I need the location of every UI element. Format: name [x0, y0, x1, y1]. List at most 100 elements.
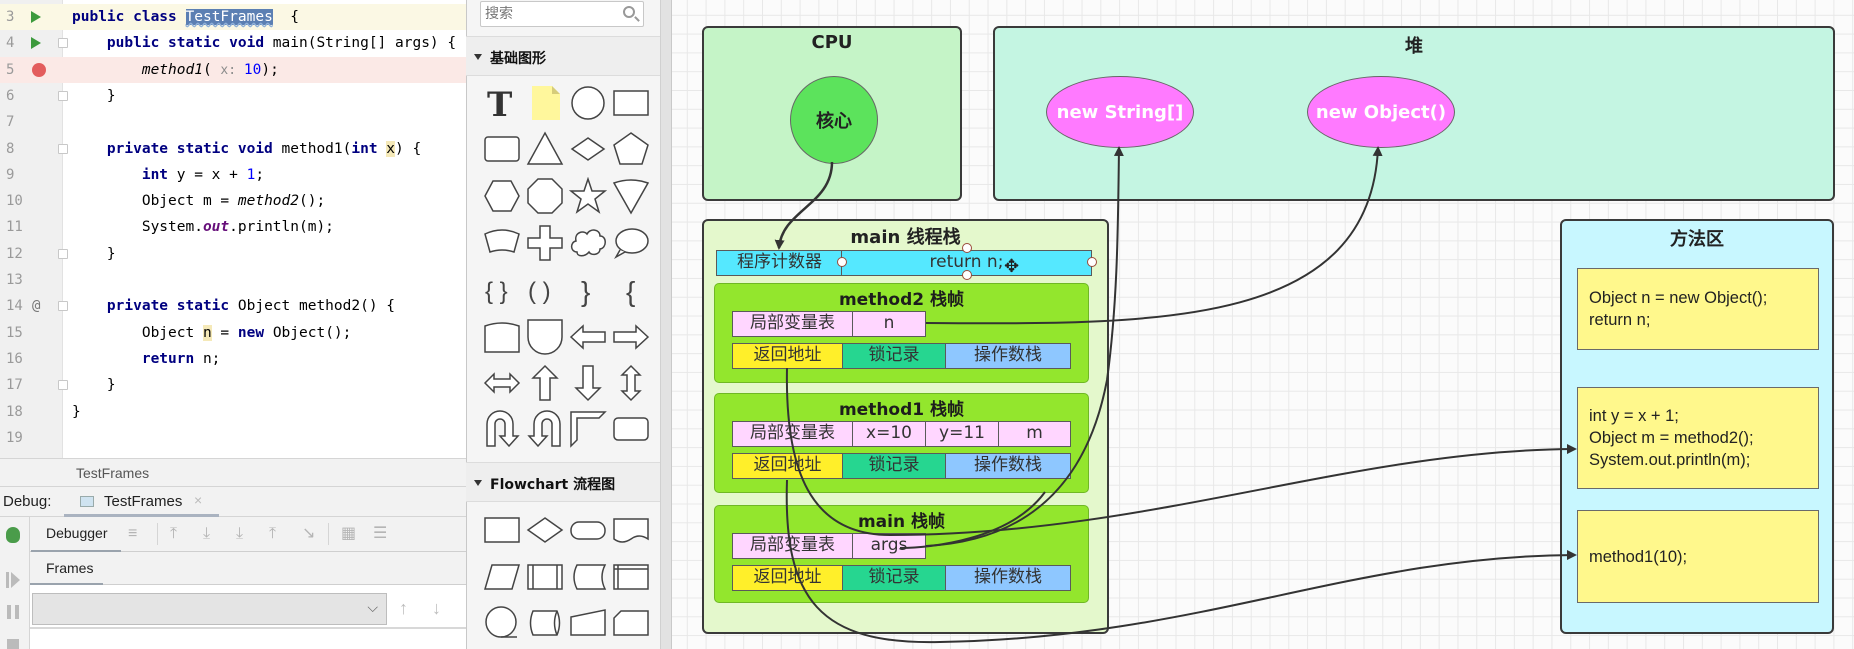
text-shape-icon[interactable]: T	[483, 84, 521, 125]
pentagon-shape-icon[interactable]	[612, 130, 650, 168]
rounded-rect-2-shape-icon[interactable]	[612, 410, 650, 448]
code-line[interactable]: 14@ private static Object method2() {	[0, 293, 466, 319]
show-execution-point-icon[interactable]: ⤒	[170, 525, 178, 542]
return-address[interactable]: 返回地址	[732, 343, 843, 369]
double-arrow-shape-icon[interactable]	[483, 364, 521, 402]
tape-shape-icon[interactable]	[483, 224, 521, 262]
brackets-shape-icon[interactable]: ( )	[526, 271, 564, 309]
pause-icon[interactable]	[7, 605, 19, 619]
code-line[interactable]: 16 return n;	[0, 346, 466, 372]
line-number[interactable]: 9	[6, 166, 15, 183]
callout-shape-icon[interactable]	[612, 224, 650, 262]
return-address[interactable]: 返回地址	[732, 565, 843, 591]
close-icon[interactable]: ×	[194, 492, 203, 508]
line-number[interactable]: 6	[6, 87, 15, 104]
core-circle[interactable]: 核心	[790, 76, 878, 164]
palette-section-flowchart[interactable]: Flowchart 流程图	[466, 462, 660, 502]
resize-handle[interactable]	[962, 243, 972, 253]
code-line[interactable]: 11 System.out.println(m);	[0, 214, 466, 240]
code-line[interactable]: 19	[0, 425, 466, 451]
data-shape-icon[interactable]	[483, 557, 521, 595]
cloud-shape-icon[interactable]	[569, 224, 607, 262]
shape-search-input[interactable]	[485, 5, 615, 23]
debug-session-tab[interactable]: TestFrames ×	[64, 487, 219, 517]
heap-box[interactable]: 堆 new String[] new Object()	[993, 26, 1835, 201]
direct-data-shape-icon[interactable]	[526, 603, 564, 641]
line-number[interactable]: 15	[6, 324, 23, 341]
palette-section-basic[interactable]: 基础图形	[466, 36, 660, 76]
terminator-shape-icon[interactable]	[569, 511, 607, 549]
document-shape-icon[interactable]	[612, 511, 650, 549]
predefined-process-shape-icon[interactable]	[526, 557, 564, 595]
code-line[interactable]: 4 public static void main(String[] args)…	[0, 30, 466, 56]
breakpoint-icon[interactable]	[32, 62, 46, 77]
card-shape-icon[interactable]	[612, 603, 650, 641]
local-var[interactable]: n	[852, 311, 926, 337]
heap-object-object[interactable]: new Object()	[1307, 76, 1455, 148]
manual-input-shape-icon[interactable]	[483, 318, 521, 356]
resize-handle[interactable]	[1087, 257, 1097, 267]
line-number[interactable]: 10	[6, 193, 23, 210]
breadcrumb-class[interactable]: TestFrames	[76, 465, 150, 481]
arrow-down-icon[interactable]: ↓	[432, 598, 441, 618]
arrow-up-icon[interactable]: ↑	[399, 598, 408, 618]
line-number[interactable]: 8	[6, 140, 15, 157]
manual-input-flow-shape-icon[interactable]	[569, 603, 607, 641]
decision-shape-icon[interactable]	[526, 511, 564, 549]
lock-record[interactable]: 锁记录	[842, 565, 946, 591]
line-number[interactable]: 18	[6, 403, 23, 420]
local-var[interactable]: y=11	[925, 421, 999, 447]
process-shape-icon[interactable]	[483, 511, 521, 549]
corner-shape-icon[interactable]	[569, 410, 607, 448]
vertical-double-arrow-shape-icon[interactable]	[612, 364, 650, 402]
left-arrow-shape-icon[interactable]	[569, 318, 607, 356]
rounded-rect-shape-icon[interactable]	[483, 130, 521, 168]
step-over-icon[interactable]: ⤓	[203, 525, 211, 542]
code-line[interactable]: 13	[0, 267, 466, 293]
right-arrow-shape-icon[interactable]	[612, 318, 650, 356]
shape-search[interactable]	[480, 1, 644, 27]
line-number[interactable]: 3	[6, 9, 15, 25]
menu-icon[interactable]: ≡	[128, 525, 138, 542]
code-line[interactable]: 9 int y = x + 1;	[0, 162, 466, 188]
trace-icon[interactable]: ☰	[373, 525, 388, 542]
lock-record[interactable]: 锁记录	[842, 453, 946, 479]
line-number[interactable]: 4	[6, 35, 15, 52]
annotation-gutter-icon[interactable]: @	[32, 298, 41, 315]
circle-shape-icon[interactable]	[569, 84, 607, 122]
local-var[interactable]: m	[998, 421, 1071, 447]
return-address[interactable]: 返回地址	[732, 453, 843, 479]
operand-stack[interactable]: 操作数栈	[945, 565, 1071, 591]
run-gutter-icon[interactable]	[31, 11, 41, 23]
u-turn-shape-icon[interactable]	[483, 410, 521, 448]
triangle-shape-icon[interactable]	[526, 130, 564, 168]
fold-icon[interactable]	[58, 38, 68, 49]
search-icon[interactable]	[623, 6, 635, 18]
cross-shape-icon[interactable]	[526, 224, 564, 262]
locals-label[interactable]: 局部变量表	[732, 533, 853, 559]
fold-icon[interactable]	[58, 90, 68, 101]
line-number[interactable]: 7	[6, 114, 15, 131]
inverted-triangle-shape-icon[interactable]	[612, 177, 650, 215]
locals-label[interactable]: 局部变量表	[732, 421, 853, 447]
local-var[interactable]: x=10	[852, 421, 926, 447]
line-number[interactable]: 5	[6, 61, 15, 78]
sequential-data-shape-icon[interactable]	[483, 603, 521, 641]
lock-record[interactable]: 锁记录	[842, 343, 946, 369]
diamond-shape-icon[interactable]	[569, 130, 607, 168]
method1-code-block[interactable]: int y = x + 1; Object m = method2(); Sys…	[1577, 387, 1819, 489]
code-line[interactable]: 6 }	[0, 83, 466, 109]
internal-storage-shape-icon[interactable]	[612, 557, 650, 595]
line-number[interactable]: 12	[6, 245, 23, 262]
resize-handle[interactable]	[837, 257, 847, 267]
code-line[interactable]: 17 }	[0, 372, 466, 398]
line-number[interactable]: 17	[6, 377, 23, 394]
run-to-cursor-icon[interactable]: ↘	[302, 525, 316, 542]
right-brace-shape-icon[interactable]: }	[569, 271, 607, 309]
rectangle-shape-icon[interactable]	[612, 84, 650, 122]
main-code-block[interactable]: method1(10);	[1577, 510, 1819, 603]
local-var[interactable]: args	[852, 533, 926, 559]
frames-list[interactable]	[30, 627, 466, 649]
